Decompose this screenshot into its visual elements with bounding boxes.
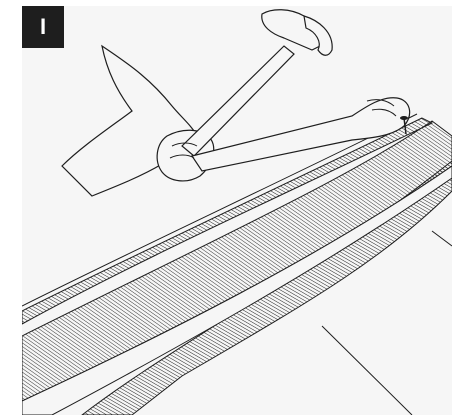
installation-illustration (22, 6, 452, 415)
floor-line (432, 231, 452, 246)
illustration-svg (22, 6, 452, 415)
floor-line (322, 326, 412, 415)
step-label: I (22, 6, 64, 48)
hammer-icon (262, 10, 332, 56)
